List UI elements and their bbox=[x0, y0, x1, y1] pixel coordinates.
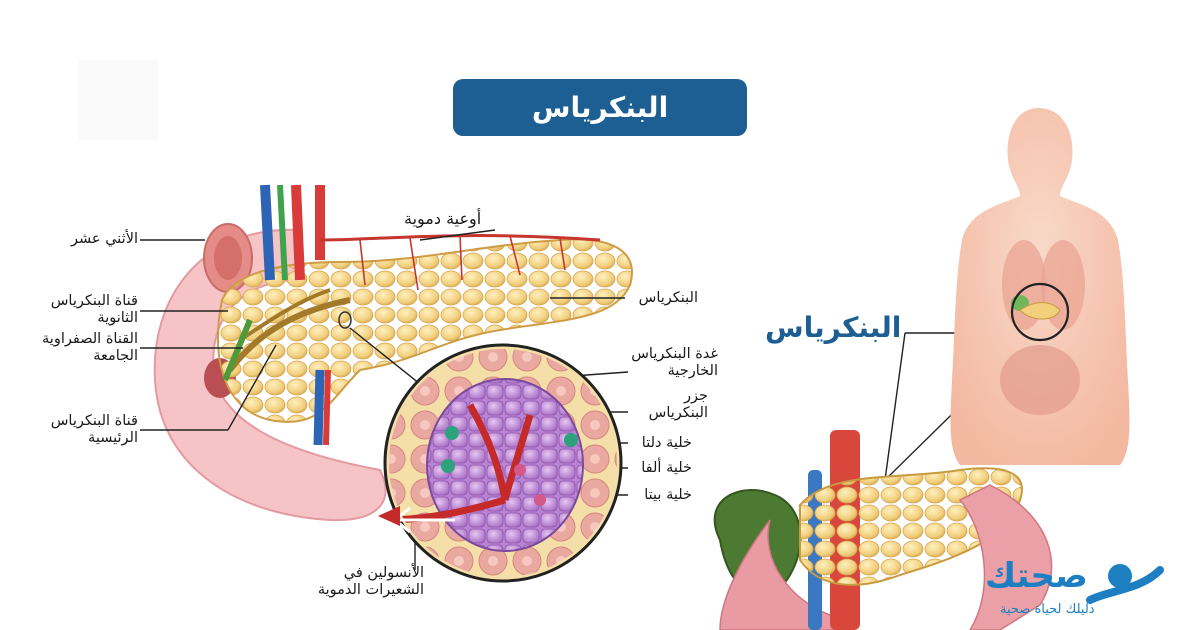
label-alpha-cell: خلية ألفا bbox=[641, 460, 692, 476]
label-beta-cell: خلية بيتا bbox=[644, 487, 692, 503]
label-insulin-line1: الأنسولين في bbox=[343, 565, 424, 581]
title-banner: البنكرياس bbox=[453, 79, 747, 136]
label-common-bile-duct: القناة الصفراوية الجامعة bbox=[20, 331, 138, 365]
body-figure-label: البنكرياس bbox=[765, 311, 902, 344]
blood-vessels-shape bbox=[260, 184, 601, 446]
label-exocrine-line2: الخارجية bbox=[667, 363, 718, 379]
title-text: البنكرياس bbox=[531, 91, 669, 124]
logo-word: صحتك bbox=[985, 556, 1088, 596]
label-insulin: الأنسولين في الشعيرات الدموية bbox=[296, 565, 424, 599]
label-insulin-line2: الشعيرات الدموية bbox=[317, 582, 424, 598]
background-shade bbox=[78, 60, 158, 140]
label-main-duct-line2: الرئيسية bbox=[88, 430, 138, 446]
label-common-bile-duct-line1: القناة الصفراوية bbox=[42, 331, 138, 347]
label-exocrine: غدة البنكرياس الخارجية bbox=[618, 346, 718, 380]
label-islet: جزر البنكرياس bbox=[618, 388, 708, 422]
label-islet-line2: البنكرياس bbox=[648, 405, 708, 421]
label-duodenum: الأثني عشر bbox=[71, 231, 138, 247]
pancreas-closeup bbox=[713, 430, 1053, 630]
label-pancreas: البنكرياس bbox=[638, 290, 698, 306]
label-delta-cell: خلية دلتا bbox=[641, 435, 692, 451]
logo-mark bbox=[1086, 564, 1164, 604]
islet-magnified bbox=[378, 343, 623, 583]
human-body-shape bbox=[950, 108, 1130, 465]
label-exocrine-line1: غدة البنكرياس bbox=[631, 346, 718, 362]
label-main-duct: قناة البنكرياس الرئيسية bbox=[20, 413, 138, 447]
label-accessory-duct-line1: قناة البنكرياس bbox=[50, 293, 138, 309]
label-islet-line1: جزر bbox=[684, 388, 708, 404]
ducts-shape bbox=[222, 288, 352, 382]
logo-tagline: دليلك لحياة صحية bbox=[1000, 602, 1095, 617]
label-common-bile-duct-line2: الجامعة bbox=[93, 348, 138, 364]
label-accessory-duct-line2: الثانوية bbox=[97, 310, 138, 326]
label-blood-vessels: أوعية دموية bbox=[404, 209, 482, 228]
label-main-duct-line1: قناة البنكرياس bbox=[50, 413, 138, 429]
label-accessory-duct: قناة البنكرياس الثانوية bbox=[20, 293, 138, 327]
